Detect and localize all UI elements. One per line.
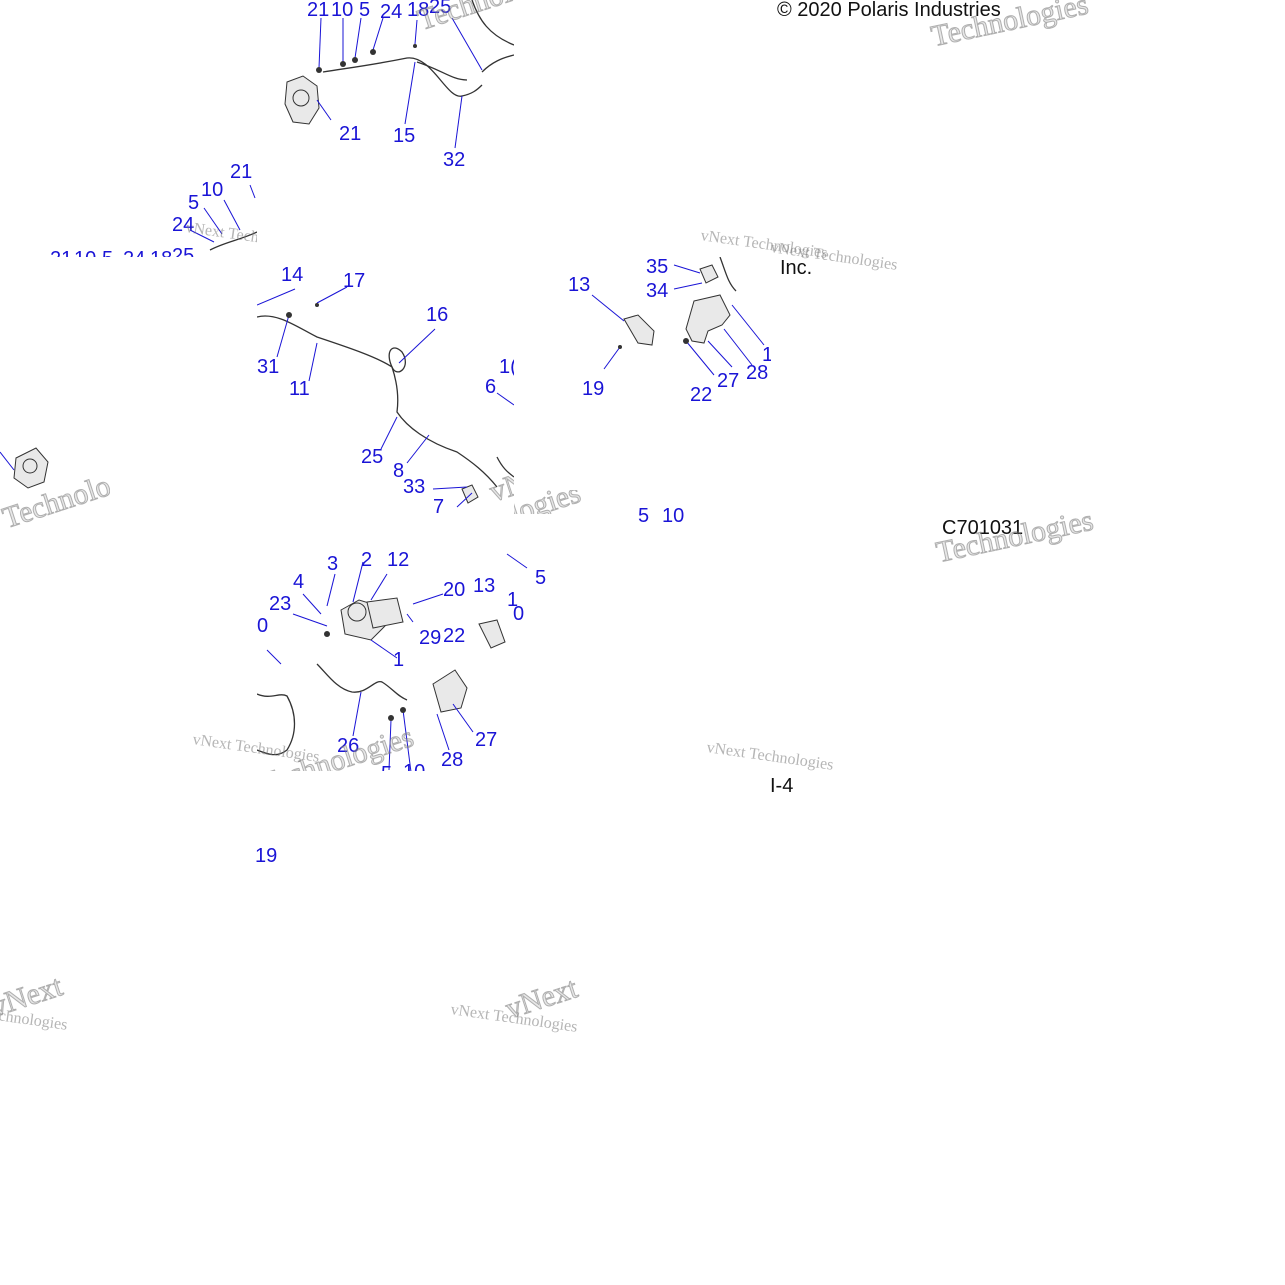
callout-label: 10 bbox=[201, 179, 224, 201]
callout-label: 25 bbox=[429, 0, 452, 18]
watermark: vNext Technologies bbox=[0, 999, 69, 1034]
copyright-text: © 2020 Polaris Industries bbox=[777, 0, 1001, 21]
callout-label: 21 bbox=[339, 123, 362, 145]
callout-label: 14 bbox=[281, 264, 304, 286]
diagram-tile-center: 14 17 16 31 11 1( 6 25 8 33 7 vNext bbox=[257, 257, 514, 514]
callout-label: 1 bbox=[393, 649, 405, 671]
callout-label: 21 bbox=[307, 0, 330, 21]
diagram-tile-top: 21 10 5 24 18 25 21 15 32 Technologies bbox=[257, 0, 514, 257]
callout-label: 21 bbox=[50, 249, 72, 257]
cable-line-art bbox=[189, 184, 257, 251]
callout-label: 4 bbox=[293, 571, 305, 593]
watermark: vNext bbox=[0, 969, 67, 1024]
callout-label: 15 bbox=[393, 125, 416, 147]
diagram-tile-top-left: 21 10 5 24 21 10 5 24 18 25 vNext Techno… bbox=[0, 150, 257, 257]
brake-caliper-and-line-art bbox=[284, 0, 514, 149]
callout-label: 19 bbox=[255, 845, 278, 867]
watermark: vNext bbox=[501, 971, 582, 1026]
callout-label: 28 bbox=[746, 362, 769, 384]
callout-label: 3 bbox=[327, 553, 339, 575]
callout-label: 1( bbox=[499, 356, 514, 378]
callout-label: 12 bbox=[387, 549, 410, 571]
callout-label: 18 bbox=[150, 249, 172, 257]
callout-label: 24 bbox=[123, 249, 145, 257]
callout-label: 33 bbox=[403, 476, 426, 498]
callout-label: 27 bbox=[717, 370, 740, 392]
brake-line-center-art bbox=[257, 286, 514, 508]
callout-label: 10 bbox=[403, 762, 425, 771]
callout-label: 8 bbox=[393, 460, 405, 482]
callout-label: 20 bbox=[443, 579, 466, 601]
callout-label: 25 bbox=[172, 245, 195, 257]
callout-label: 11 bbox=[289, 378, 310, 400]
callout-label: 19 bbox=[582, 378, 605, 400]
callout-label: 25 bbox=[361, 446, 384, 468]
callout-label: 24 bbox=[380, 1, 403, 23]
callout-label: 21 bbox=[230, 161, 253, 183]
callout-label: 5 bbox=[638, 505, 650, 527]
callout-label: 23 bbox=[269, 593, 292, 615]
master-cylinder-art bbox=[257, 553, 528, 771]
callout-label: 5 bbox=[188, 192, 200, 214]
diagram-tile-left: Technologies bbox=[0, 430, 110, 530]
callout-label: 5 bbox=[359, 0, 371, 21]
callout-label: 35 bbox=[646, 257, 669, 278]
callout-label: 10 bbox=[662, 505, 685, 527]
callout-label: 17 bbox=[343, 270, 366, 292]
caliper-art bbox=[0, 447, 49, 489]
callout-label: 5 bbox=[102, 249, 113, 257]
diagram-tile-right: 35 34 13 1 19 22 27 28 bbox=[514, 257, 771, 407]
callout-label: 31 bbox=[257, 356, 280, 378]
watermark: vNext Technologies bbox=[705, 739, 835, 774]
callout-label: 24 bbox=[172, 214, 195, 236]
callout-label: 7 bbox=[433, 496, 445, 514]
figure-code: C701031 bbox=[942, 517, 1024, 539]
callout-label: 18 bbox=[407, 0, 430, 21]
callout-label: 26 bbox=[337, 735, 360, 757]
callout-label: 29 bbox=[419, 627, 442, 649]
callout-label: 1 bbox=[507, 589, 519, 611]
callout-label: 0 bbox=[257, 615, 269, 637]
callout-label: 2 bbox=[361, 549, 373, 571]
callout-label: 6 bbox=[485, 376, 497, 398]
page-reference: I-4 bbox=[770, 775, 794, 797]
callout-label: 5 bbox=[535, 567, 547, 589]
callout-label: 27 bbox=[475, 729, 498, 751]
callout-label: 1 bbox=[762, 344, 771, 366]
callout-label: 13 bbox=[473, 575, 496, 597]
callout-label: 16 bbox=[426, 304, 449, 326]
callout-label: 22 bbox=[690, 384, 713, 406]
callout-label: 13 bbox=[568, 274, 591, 296]
callout-label: 32 bbox=[443, 149, 466, 171]
inc-text: Inc. bbox=[780, 257, 813, 279]
diagram-tile-bottom: 3 2 12 4 23 20 0 13 1 0 29 22 1 26 27 5 … bbox=[257, 514, 557, 771]
callout-label: 10 bbox=[331, 0, 354, 21]
callout-label: 34 bbox=[646, 280, 669, 302]
callout-label: 5 bbox=[381, 764, 392, 771]
callout-label: 10 bbox=[74, 249, 96, 257]
callout-label: 0 bbox=[513, 603, 525, 625]
callout-label: 22 bbox=[443, 625, 466, 647]
bracket-art bbox=[591, 257, 765, 376]
watermark: vNext Technologies bbox=[449, 1001, 579, 1036]
callout-label: 28 bbox=[441, 749, 464, 771]
